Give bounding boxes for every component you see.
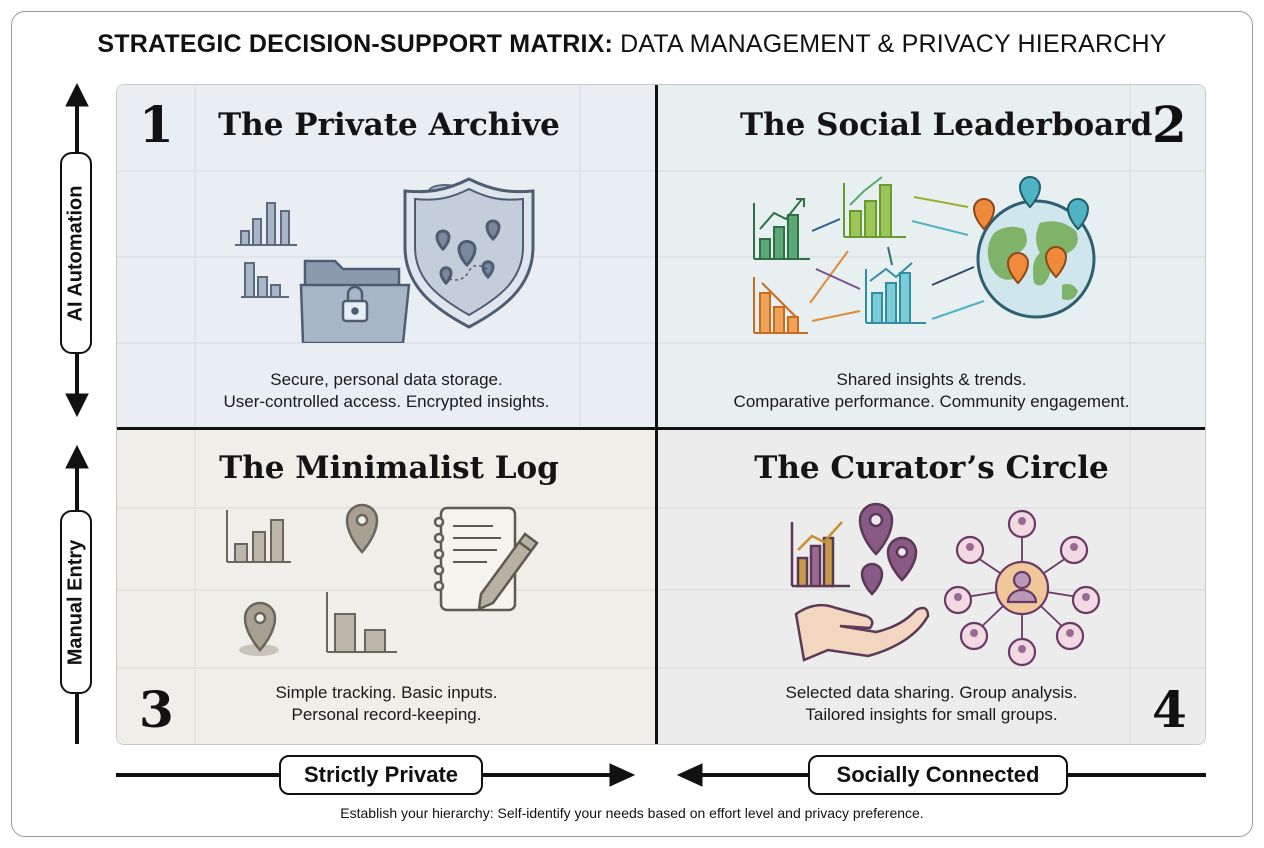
- footnote: Establish your hierarchy: Self-identify …: [340, 805, 924, 821]
- trend-chart-icon: [753, 277, 808, 334]
- y-axis-top-text: AI Automation: [64, 185, 87, 321]
- horizontal-divider: [117, 427, 1205, 430]
- y-axis-bottom-text: Manual Entry: [64, 539, 87, 665]
- desc-line: Tailored insights for small groups.: [805, 705, 1058, 724]
- x-axis-label-socially-connected: Socially Connected: [808, 755, 1068, 795]
- quadrant-curators-circle: The Curator’s Circle: [656, 428, 1205, 744]
- quadrant-number-4: 4: [1152, 680, 1187, 739]
- quadrant-title-4: The Curator’s Circle: [754, 450, 1109, 486]
- desc-line: Comparative performance. Community engag…: [733, 392, 1130, 411]
- trend-chart-icon: [753, 198, 810, 260]
- bar-chart-icon: [226, 510, 291, 563]
- decision-matrix: 1 The Private Archive: [116, 84, 1206, 745]
- locked-folder-icon: [299, 259, 411, 343]
- up-arrow-icon: [65, 444, 89, 469]
- page-title: STRATEGIC DECISION-SUPPORT MATRIX: DATA …: [0, 30, 1264, 59]
- social-leaderboard-illustration: [753, 176, 1096, 334]
- curators-circle-illustration: [790, 502, 1101, 667]
- desc-line: Selected data sharing. Group analysis.: [785, 683, 1078, 702]
- trend-chart-icon: [865, 262, 926, 324]
- location-pin-icon: [345, 503, 379, 554]
- exchange-arrows-icon: [809, 196, 985, 322]
- desc-line: Simple tracking. Basic inputs.: [275, 683, 498, 702]
- quadrant-social-leaderboard: The Social Leaderboard 2: [656, 85, 1205, 428]
- minimalist-log-illustration: [226, 503, 539, 656]
- desc-line: Shared insights & trends.: [836, 370, 1027, 389]
- shield-map-icon: [403, 177, 535, 329]
- desc-line: User-controlled access. Encrypted insigh…: [223, 392, 550, 411]
- desc-line: Personal record-keeping.: [291, 705, 482, 724]
- up-arrow-icon: [65, 82, 89, 107]
- vertical-divider: [655, 85, 658, 744]
- bar-chart-icon: [241, 262, 289, 298]
- globe-pins-icon: [972, 176, 1096, 319]
- quadrant-title-1: The Private Archive: [218, 107, 560, 143]
- title-regular-part: DATA MANAGEMENT & PRIVACY HIERARCHY: [613, 30, 1167, 58]
- hand-chart-icon: [790, 502, 930, 662]
- location-pin-icon: [239, 601, 279, 656]
- notebook-pen-icon: [433, 506, 539, 612]
- bar-chart-icon: [326, 592, 397, 653]
- title-bold-part: STRATEGIC DECISION-SUPPORT MATRIX:: [97, 30, 613, 58]
- quadrant-desc-3: Simple tracking. Basic inputs. Personal …: [117, 682, 656, 726]
- quadrant-title-2: The Social Leaderboard: [740, 107, 1153, 143]
- down-arrow-icon: [65, 393, 89, 418]
- right-arrow-icon: [609, 763, 636, 787]
- quadrant-desc-1: Secure, personal data storage. User-cont…: [117, 369, 656, 413]
- trend-chart-icon: [843, 176, 906, 238]
- quadrant-title-3: The Minimalist Log: [219, 450, 559, 486]
- x-axis-label-strictly-private: Strictly Private: [279, 755, 483, 795]
- quadrant-desc-2: Shared insights & trends. Comparative pe…: [656, 369, 1205, 413]
- private-archive-illustration: [235, 177, 535, 343]
- quadrant-desc-4: Selected data sharing. Group analysis. T…: [656, 682, 1205, 726]
- left-arrow-icon: [676, 763, 703, 787]
- y-axis-label-ai-automation: AI Automation: [60, 152, 92, 354]
- quadrant-private-archive: 1 The Private Archive: [117, 85, 656, 428]
- bar-chart-icon: [235, 202, 297, 246]
- people-network-icon: [943, 509, 1101, 667]
- desc-line: Secure, personal data storage.: [270, 370, 503, 389]
- y-axis-label-manual-entry: Manual Entry: [60, 510, 92, 694]
- quadrant-number-1: 1: [139, 95, 174, 154]
- quadrant-minimalist-log: The Minimalist Log: [117, 428, 656, 744]
- quadrant-number-3: 3: [139, 680, 174, 739]
- quadrant-number-2: 2: [1152, 95, 1187, 154]
